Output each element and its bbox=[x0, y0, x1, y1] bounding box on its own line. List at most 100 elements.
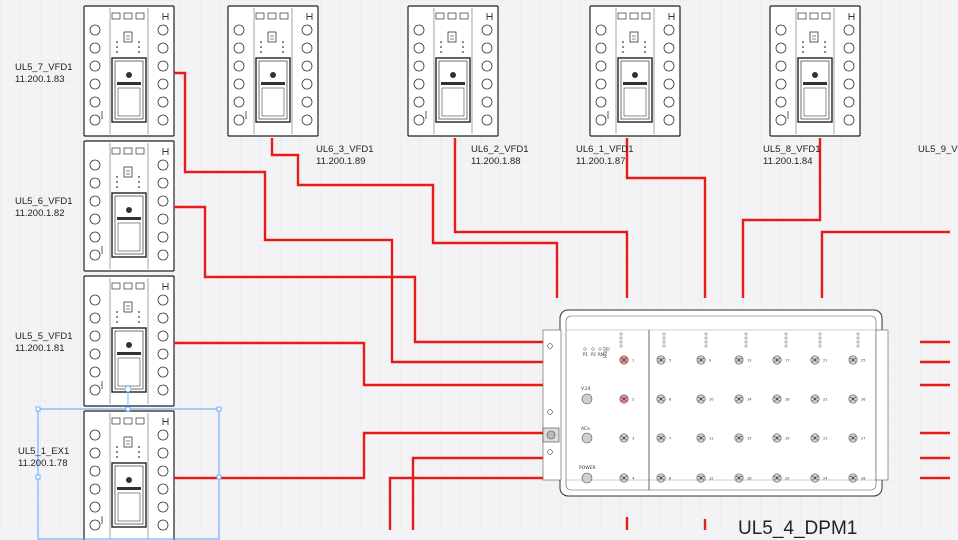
ethernet-port-12[interactable] bbox=[696, 473, 706, 483]
ethernet-port-9[interactable] bbox=[696, 355, 706, 365]
ethernet-port-13[interactable] bbox=[734, 355, 744, 365]
ethernet-port-27[interactable] bbox=[848, 433, 858, 443]
port-number-label: 26 bbox=[861, 398, 865, 402]
device-name: UL5_7_VFD1 bbox=[15, 62, 73, 73]
dpm-header-label-p1: P1 bbox=[583, 352, 588, 357]
port-number-label: 17 bbox=[785, 359, 789, 363]
ethernet-port-3[interactable] bbox=[619, 433, 629, 443]
ethernet-port-21[interactable] bbox=[810, 355, 820, 365]
port-number-label: 11 bbox=[709, 437, 713, 441]
wire-ul5-6[interactable] bbox=[174, 205, 555, 344]
ethernet-port-22[interactable] bbox=[810, 394, 820, 404]
wire-ul5-7[interactable] bbox=[174, 71, 555, 364]
vfd-device-ul5-7[interactable] bbox=[83, 5, 175, 137]
dpm-header-label-rm: RM bbox=[598, 352, 605, 357]
ethernet-port-7[interactable] bbox=[656, 433, 666, 443]
device-name: UL6_1_VFD1 bbox=[576, 144, 634, 155]
port-number-label: 24 bbox=[823, 477, 828, 481]
wire-ul5-5[interactable] bbox=[174, 341, 555, 387]
device-name: UL5_1_EX1 bbox=[18, 446, 70, 457]
ethernet-port-23[interactable] bbox=[810, 433, 820, 443]
wire-ul6-2[interactable] bbox=[453, 138, 629, 298]
ethernet-port-14[interactable] bbox=[734, 394, 744, 404]
vfd-device-ul6-1[interactable] bbox=[589, 5, 681, 137]
power-connector-2[interactable] bbox=[581, 432, 593, 444]
port-number-label: 20 bbox=[785, 477, 789, 481]
power-connector-3[interactable] bbox=[581, 472, 593, 484]
device-label-ul5-1-ex1: UL5_1_EX1 11.200.1.78 bbox=[18, 446, 69, 470]
port-number-label: 22 bbox=[823, 398, 827, 402]
ethernet-port-26[interactable] bbox=[848, 394, 858, 404]
port-number-label: 21 bbox=[823, 359, 827, 363]
port-active-highlight bbox=[619, 355, 629, 365]
ethernet-port-25[interactable] bbox=[848, 355, 858, 365]
ethernet-port-5[interactable] bbox=[656, 355, 666, 365]
port-number-label: 19 bbox=[785, 437, 789, 441]
ethernet-port-16[interactable] bbox=[734, 473, 744, 483]
rotate-handle[interactable] bbox=[124, 385, 132, 393]
selection-box[interactable] bbox=[35, 385, 222, 540]
device-ip: 11.200.1.83 bbox=[15, 74, 65, 85]
device-name: UL5_8_VFD1 bbox=[763, 144, 821, 155]
dpm-side-label-ace: ACe bbox=[581, 426, 590, 432]
port-number-label: 4 bbox=[632, 477, 635, 481]
device-ip: 11.200.1.78 bbox=[18, 458, 68, 469]
ethernet-port-19[interactable] bbox=[772, 433, 782, 443]
wire-ul5-8[interactable] bbox=[741, 138, 822, 298]
power-connector-1[interactable] bbox=[581, 393, 593, 405]
port-number-label: 16 bbox=[747, 477, 751, 481]
ethernet-port-17[interactable] bbox=[772, 355, 782, 365]
port-number-label: 1 bbox=[632, 359, 634, 363]
vfd-device-ul6-3[interactable] bbox=[227, 5, 319, 137]
port-number-label: 10 bbox=[709, 398, 713, 402]
ethernet-port-24[interactable] bbox=[810, 473, 820, 483]
vfd-device-ul5-8[interactable] bbox=[769, 5, 861, 137]
device-label-ul6-3: UL6_3_VFD1 11.200.1.89 bbox=[316, 144, 374, 168]
device-ip: 11.200.1.81 bbox=[15, 343, 65, 354]
device-label-ul5-7: UL5_7_VFD1 11.200.1.83 bbox=[15, 62, 73, 86]
dpm-side-label-v24: V.24 bbox=[581, 386, 591, 392]
vfd-device-ul6-2[interactable] bbox=[407, 5, 499, 137]
ethernet-port-15[interactable] bbox=[734, 433, 744, 443]
port-number-label: 6 bbox=[669, 398, 671, 402]
ethernet-port-20[interactable] bbox=[772, 473, 782, 483]
port-number-label: 13 bbox=[747, 359, 751, 363]
port-number-label: 7 bbox=[669, 437, 671, 441]
wire-ul5-9[interactable] bbox=[820, 230, 950, 298]
dpm-header-label-fault: FAULT bbox=[603, 346, 608, 358]
wire-bottom-1[interactable] bbox=[411, 456, 555, 530]
dpm-title: UL5_4_DPM1 bbox=[738, 518, 858, 539]
ethernet-port-11[interactable] bbox=[696, 433, 706, 443]
port-number-label: 27 bbox=[861, 437, 865, 441]
device-ip: 11.200.1.84 bbox=[763, 156, 813, 167]
dpm-switch[interactable]: P1 P2 RM FAULT V.24 ACe POWER 1234567891… bbox=[542, 309, 889, 497]
ethernet-port-8[interactable] bbox=[656, 473, 666, 483]
port-number-label: 15 bbox=[747, 437, 751, 441]
ethernet-port-10[interactable] bbox=[696, 394, 706, 404]
ethernet-port-6[interactable] bbox=[656, 394, 666, 404]
device-name: UL6_3_VFD1 bbox=[316, 144, 374, 155]
port-number-label: 9 bbox=[709, 359, 711, 363]
device-name: UL5_6_VFD1 bbox=[15, 196, 73, 207]
port-number-label: 28 bbox=[861, 477, 865, 481]
device-label-ul6-1: UL6_1_VFD1 11.200.1.87 bbox=[576, 144, 634, 168]
vfd-device-ul5-6[interactable] bbox=[83, 140, 175, 272]
wire-ul5-1-ex1[interactable] bbox=[174, 431, 555, 480]
wire-ul6-3[interactable] bbox=[270, 138, 559, 298]
port-active-highlight bbox=[619, 394, 629, 404]
dpm-port-grid: 1234567891011121314151617181920212223242… bbox=[619, 355, 865, 483]
ethernet-port-18[interactable] bbox=[772, 394, 782, 404]
ethernet-port-4[interactable] bbox=[619, 473, 629, 483]
wire-ul6-1[interactable] bbox=[625, 138, 707, 298]
device-label-ul5-6: UL5_6_VFD1 11.200.1.82 bbox=[15, 196, 73, 220]
device-name: UL6_2_VFD1 bbox=[471, 144, 529, 155]
port-number-label: 8 bbox=[669, 477, 671, 481]
device-label-ul5-9: UL5_9_V bbox=[918, 144, 958, 156]
ethernet-port-28[interactable] bbox=[848, 473, 858, 483]
port-number-label: 3 bbox=[632, 437, 634, 441]
vfd-device-ul5-1-ex1[interactable] bbox=[83, 410, 175, 540]
device-name: UL5_9_V bbox=[918, 144, 958, 155]
device-name: UL5_5_VFD1 bbox=[15, 331, 73, 342]
wire-bottom-2[interactable] bbox=[388, 476, 555, 530]
